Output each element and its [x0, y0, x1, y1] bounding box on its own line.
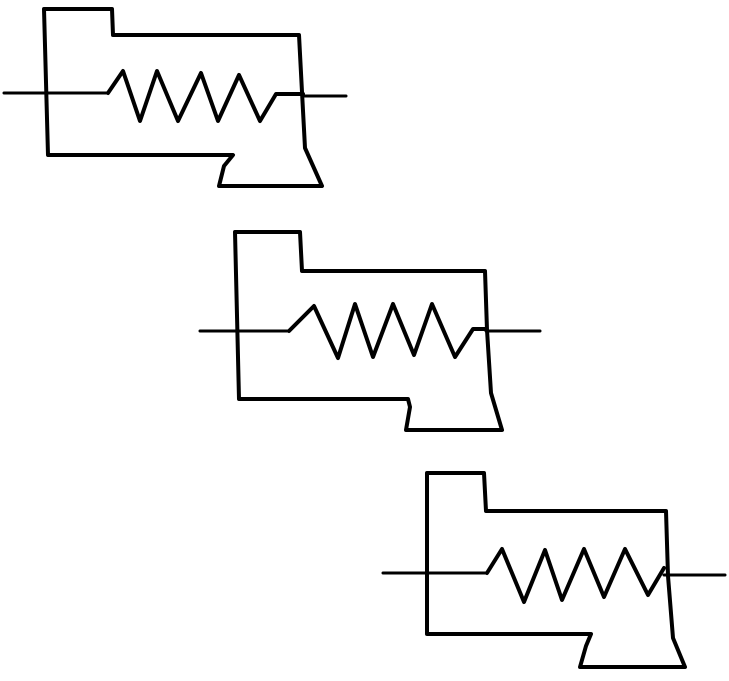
spring-symbol-3: [381, 471, 727, 669]
spring-symbol-2: [198, 230, 542, 432]
housing-outline-3: [425, 471, 687, 669]
housing-outline-1: [42, 7, 324, 188]
spring-coil-1: [106, 69, 305, 123]
spring-coil-2: [287, 302, 488, 360]
spring-coil-3: [485, 547, 666, 604]
housing-outline-2: [233, 230, 504, 432]
spring-symbol-1: [2, 7, 348, 188]
